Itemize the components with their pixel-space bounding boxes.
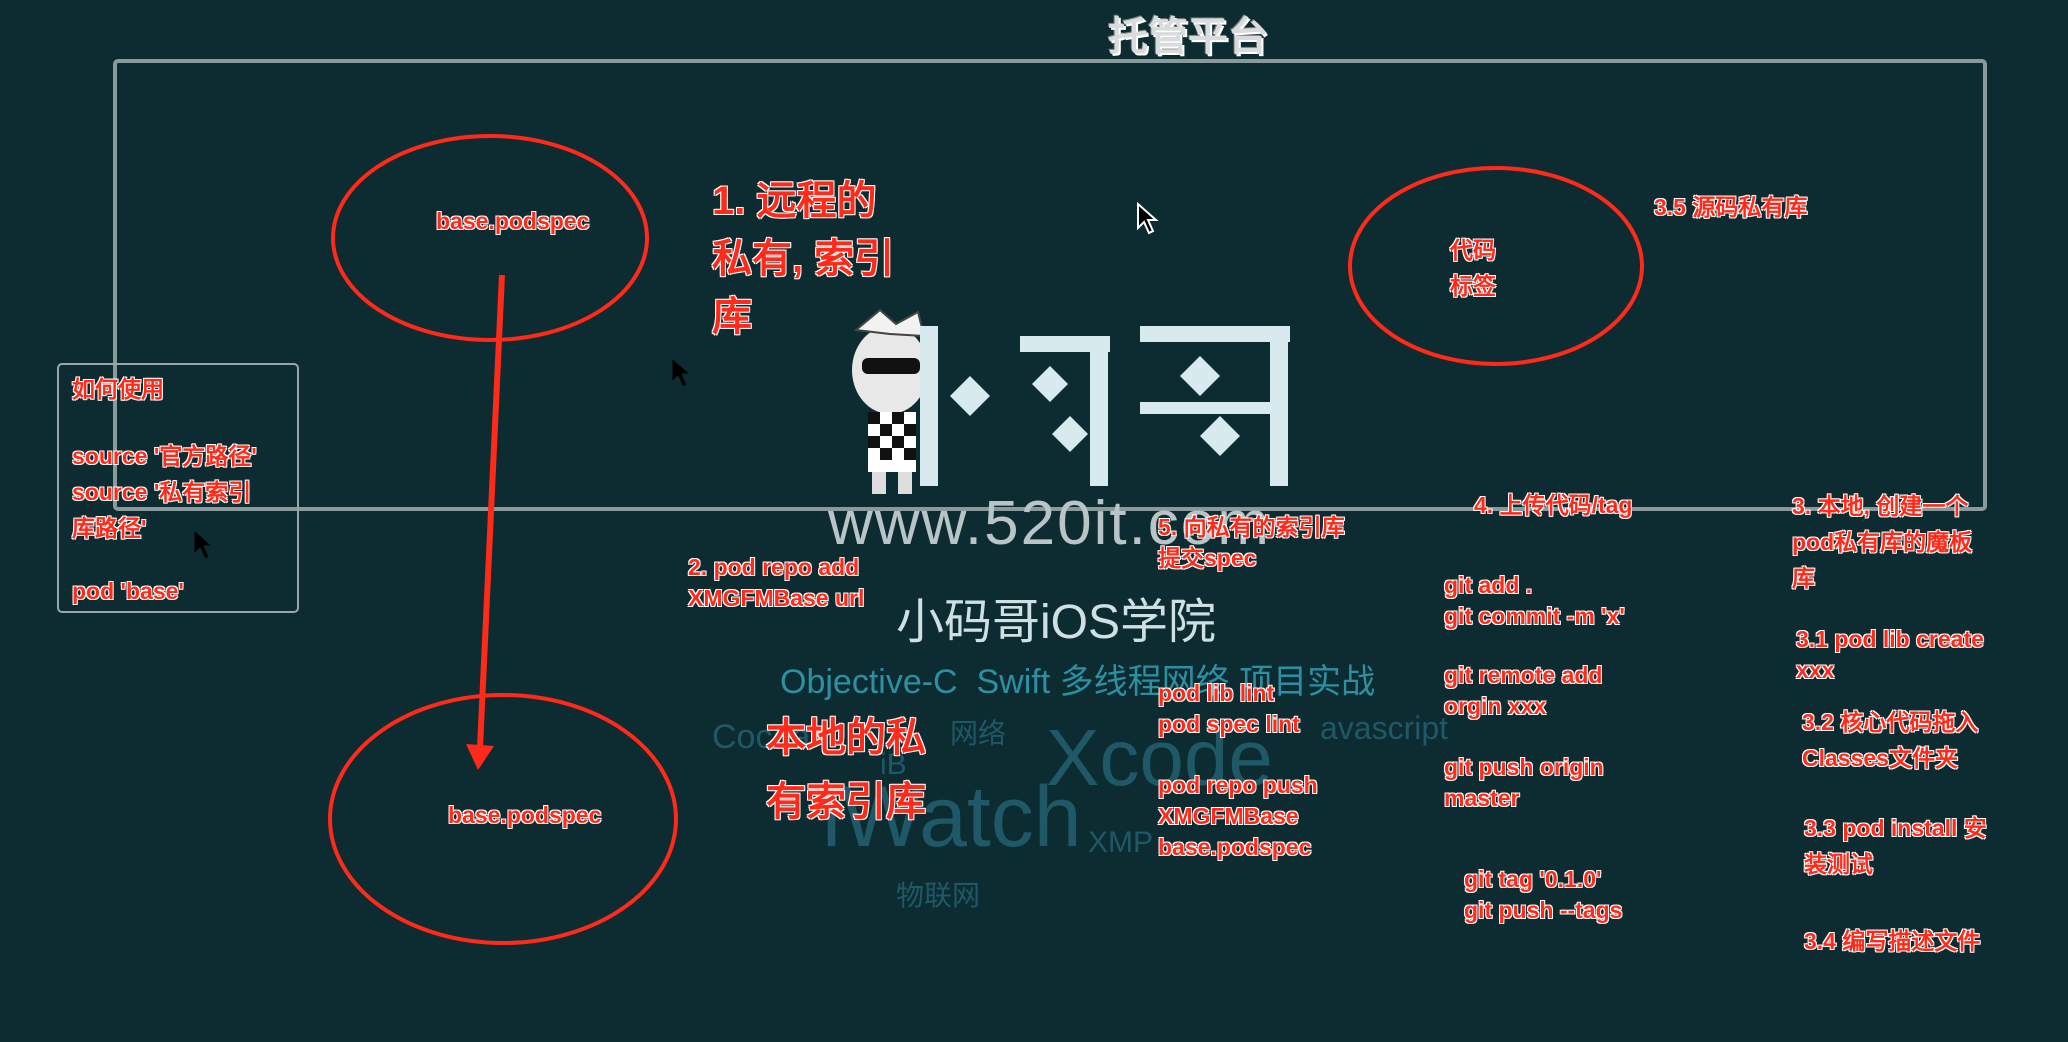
clone-arrow-line — [477, 274, 505, 749]
git-push-origin: git push origin master — [1444, 754, 1604, 811]
source-private-lib-caption: 3.5 源码私有库 — [1654, 194, 1808, 220]
xiaomage-logo-icon — [900, 306, 1320, 496]
local-node-label: base.podspec — [448, 802, 602, 828]
usage-title: 如何使用 — [72, 376, 164, 402]
remote-index-ellipse — [331, 134, 649, 342]
watermark-tags: Objective-C Swift 多线程网络 项目实战 — [780, 663, 1376, 701]
step3-title: 3. 本地, 创建一个 pod私有库的魔板 库 — [1792, 493, 1973, 591]
watermark-word: 物联网 — [896, 880, 981, 911]
watermark-academy: 小码哥iOS学院 — [896, 596, 1217, 649]
local-index-ellipse — [328, 693, 678, 945]
usage-pod-line: pod 'base' — [72, 578, 184, 604]
watermark-word: 网络 — [950, 718, 1007, 749]
code-tag-label: 代码 标签 — [1450, 237, 1496, 299]
watermark-url: www.520it.com — [828, 489, 1271, 558]
page-title: 托管平台 — [1108, 15, 1268, 59]
watermark-word: XMP — [1088, 826, 1154, 859]
usage-panel-frame — [57, 363, 299, 613]
hosting-platform-frame — [113, 59, 1987, 511]
remote-node-label: base.podspec — [436, 208, 590, 234]
watermark-word: Cocoa — [712, 718, 811, 756]
watermark-word: avascript — [1320, 710, 1449, 746]
git-tag-push: git tag '0.1.0' git push --tags — [1464, 866, 1623, 923]
step31-lib-create: 3.1 pod lib create xxx — [1796, 626, 1984, 683]
step5-push: pod repo push XMGFMBase base.podspec — [1158, 772, 1318, 860]
step5-lint: pod lib lint pod spec lint — [1158, 680, 1300, 737]
watermark-word: iWatch — [822, 769, 1082, 865]
step4-title: 4. 上传代码/tag — [1474, 492, 1633, 518]
code-tag-ellipse — [1348, 166, 1644, 366]
git-add-commit: git add . git commit -m 'x' — [1444, 572, 1625, 629]
git-remote-add: git remote add orgin xxx — [1444, 662, 1603, 719]
mouse-cursor-icon — [1137, 202, 1159, 235]
mouse-cursor-icon — [671, 356, 692, 388]
watermark-word: iB — [880, 748, 907, 781]
clone-arrow-head — [466, 744, 494, 770]
step2-repo-add: 2. pod repo add XMGFMBase url — [688, 554, 865, 611]
step34-spec-file: 3.4 编写描述文件 — [1804, 928, 1981, 954]
watermark-word: Xcode — [1046, 713, 1273, 802]
step33-pod-install: 3.3 pod install 安 装测试 — [1804, 815, 1987, 877]
step32-classes: 3.2 核心代码拖入 Classes文件夹 — [1802, 709, 1979, 771]
remote-index-caption: 1. 远程的 私有, 索引 库 — [712, 179, 895, 339]
step5-title: 5. 向私有的索引库 提交spec — [1158, 514, 1345, 571]
local-index-caption: 本地的私 有索引库 — [766, 716, 926, 824]
watermark-logo — [820, 300, 1340, 500]
cartoon-mascot-icon — [852, 308, 928, 494]
mouse-cursor-icon — [193, 528, 214, 560]
usage-source-lines: source '官方路径' source '私有索引 库路径' — [72, 443, 257, 541]
